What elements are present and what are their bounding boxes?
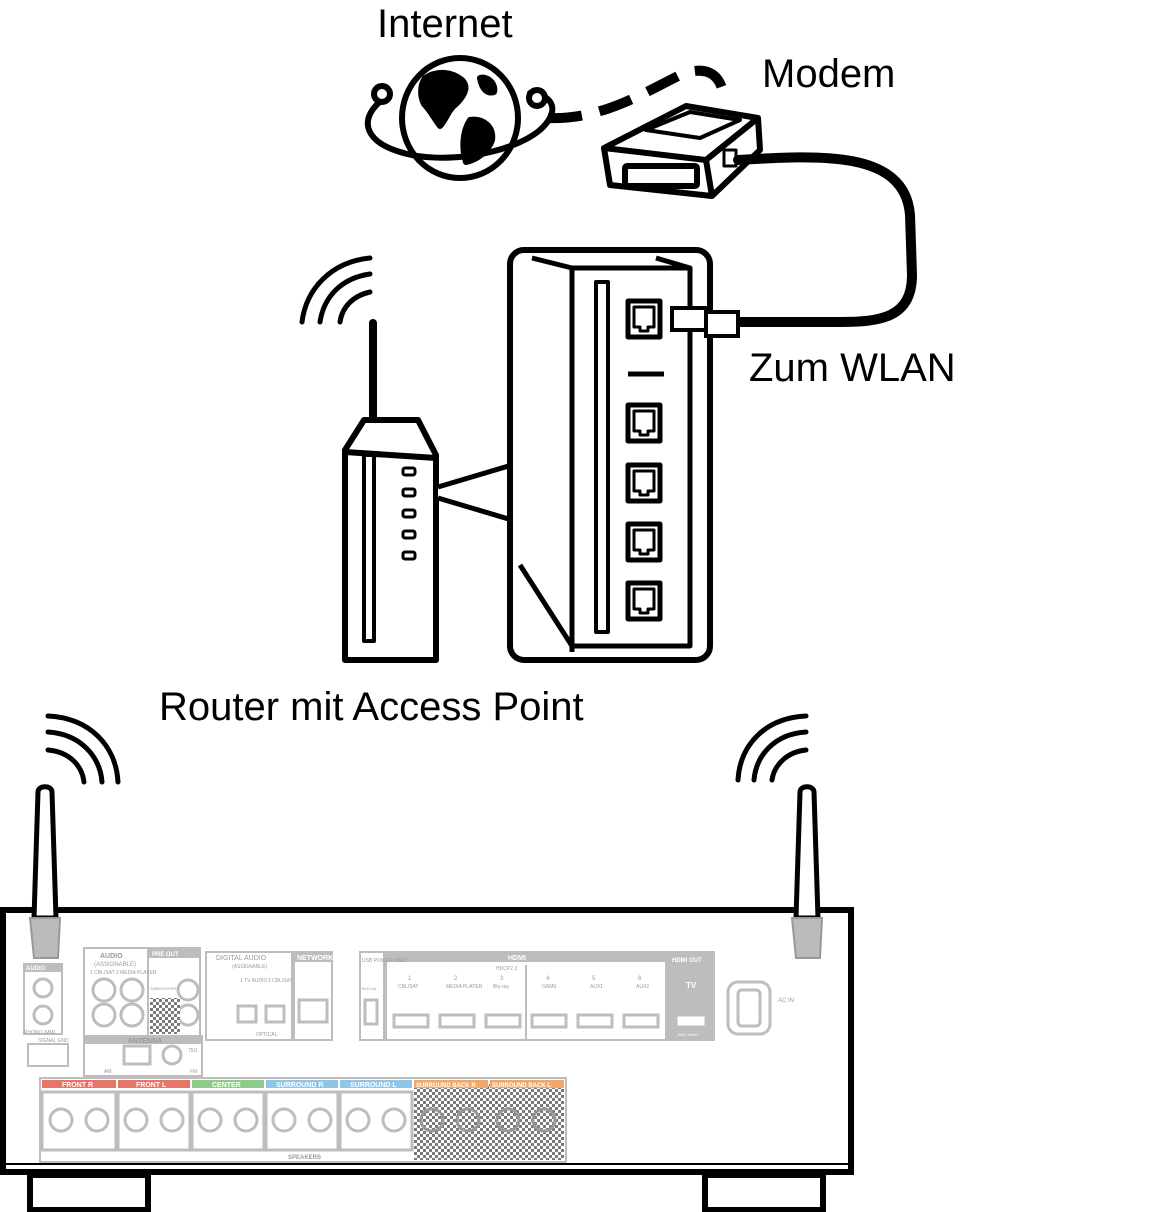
ethernet-port-icon [625, 580, 663, 622]
hdmi-num-3: 3 [500, 976, 504, 982]
ethernet-port-icon [625, 402, 663, 444]
hdmi-label: HDMI [508, 955, 526, 962]
hdmi-input-2: MEDIA PLAYER [446, 984, 483, 990]
audio-in-label: AUDIO [26, 966, 46, 972]
hdmi-out-label: HDMI OUT [672, 958, 702, 964]
speaker-header-surround-l [340, 1080, 412, 1088]
modem-icon [601, 103, 763, 199]
hdmi-num-6: 6 [638, 976, 642, 982]
digital-assignable-label: (ASSIGNABLE) [232, 964, 267, 970]
hdmi-input-1: CBL/SAT [398, 984, 418, 990]
front-l-label: FRONT L [136, 1082, 167, 1089]
wifi-signal-icon [45, 713, 121, 785]
surround-r-label: SURROUND R [276, 1082, 323, 1089]
phono-label: PHONO (MM) [24, 1030, 56, 1036]
ethernet-cable [733, 152, 918, 327]
speaker-header-front-r [42, 1080, 116, 1088]
fm-label: FM [190, 1069, 197, 1075]
speaker-header-surround-back-l [490, 1080, 564, 1088]
wifi-signal-icon [299, 255, 373, 325]
speaker-header-surround-r [266, 1080, 338, 1088]
tv-label: TV [686, 981, 697, 990]
internet-link-dashed [547, 65, 729, 124]
hdmi-num-4: 4 [546, 976, 550, 982]
hdmi-num-2: 2 [454, 976, 458, 982]
assignable-label: (ASSIGNABLE) [94, 962, 136, 968]
digital-audio-label: DIGITAL AUDIO [216, 955, 267, 962]
ethernet-port-icon [625, 521, 663, 563]
zum-wlan-label: Zum WLAN [749, 346, 956, 390]
hdmi-num-5: 5 [592, 976, 596, 982]
hdcp-label: HDCP2.3 [496, 966, 517, 972]
arc-label: ARC eARC [678, 1032, 698, 1037]
internet-label: Internet [377, 2, 513, 46]
router-callout-wedge [437, 462, 515, 523]
usb-rating-label: 5V/1.5A [362, 986, 377, 991]
subwoofer-label: SUBWOOFER 1 [150, 986, 180, 991]
ethernet-plug-icon [670, 306, 740, 338]
antenna-label: ANTENNA [128, 1038, 162, 1045]
usb-label: USB POWER ONLY [362, 958, 408, 964]
speaker-header-center [192, 1080, 264, 1088]
antenna-icon [790, 784, 824, 959]
hdmi-num-1: 1 [408, 976, 412, 982]
hdmi-input-6: AUX2 [636, 984, 649, 990]
surround-l-label: SURROUND L [350, 1082, 397, 1089]
hdmi-input-4: GAME [542, 984, 557, 990]
ac-in-label: AC IN [778, 998, 794, 1004]
center-label: CENTER [212, 1082, 241, 1089]
speaker-header-surround-back-r [414, 1080, 488, 1088]
speaker-group-headers [42, 1080, 564, 1088]
cbl-sat-label: 2 CBL/SAT [268, 978, 293, 984]
speakers-label: SPEAKERS [288, 1155, 321, 1161]
wifi-signal-icon [735, 713, 809, 783]
tv-audio-label: 1 TV AUDIO [240, 978, 268, 984]
audio-assignable-label: AUDIO [100, 953, 123, 960]
surround-back-r-label: SURROUND BACK R [416, 1083, 476, 1089]
ethernet-port-icon [625, 298, 663, 340]
antenna-icon [28, 784, 62, 959]
hdmi-input-5: AUX1 [590, 984, 603, 990]
router-icon [342, 319, 439, 663]
ethernet-port-icon [625, 462, 663, 504]
surround-back-l-label: SURROUND BACK L [492, 1083, 551, 1089]
router-label: Router mit Access Point [159, 685, 584, 729]
globe-icon [364, 55, 556, 181]
front-r-label: FRONT R [62, 1082, 93, 1089]
router-back-panel [507, 247, 713, 663]
cbl-media-label: 1 CBL/SAT 2 MEDIA PLAYER [90, 970, 157, 976]
am-label: AM [104, 1069, 112, 1075]
optical-label: OPTICAL [256, 1032, 278, 1038]
fm-ohm-label: 75Ω [188, 1048, 198, 1054]
network-label: NETWORK [297, 955, 333, 962]
speaker-header-front-l [118, 1080, 190, 1088]
signal-gnd-label: SIGNAL GND [38, 1038, 69, 1044]
speaker-terminals [40, 1090, 557, 1152]
modem-label: Modem [762, 52, 896, 96]
hdmi-input-3: Blu-ray [493, 984, 509, 990]
receiver-back-panel [23, 947, 772, 1163]
pre-out-label: PRE OUT [152, 952, 179, 958]
